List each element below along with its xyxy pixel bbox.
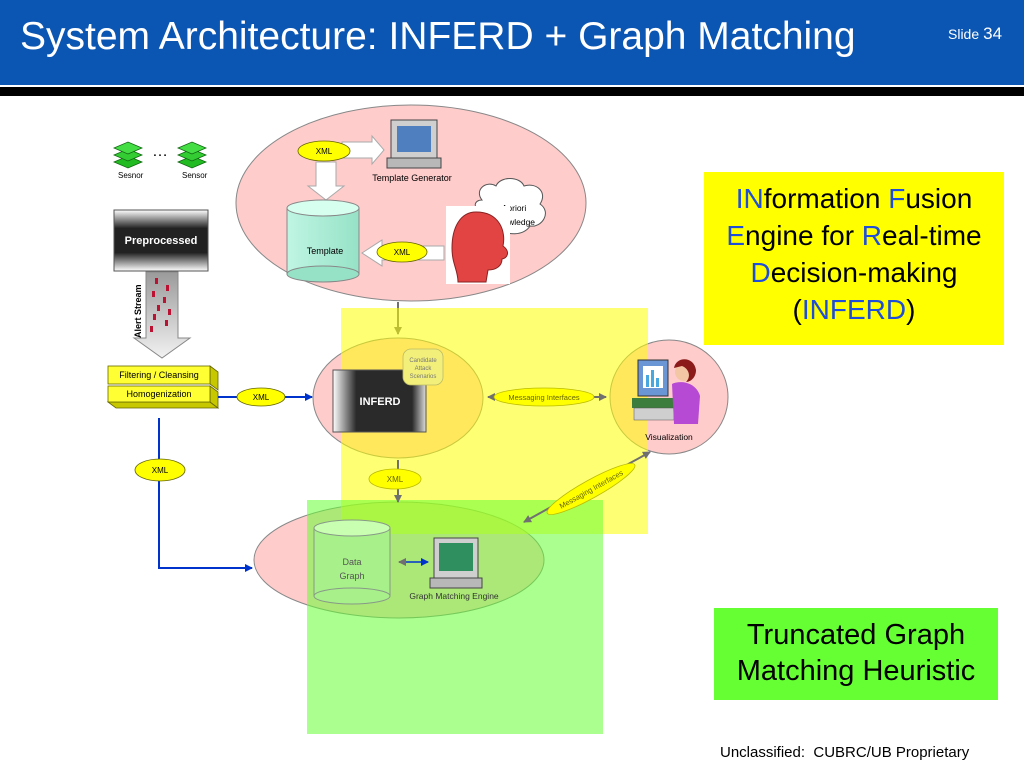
truncated-line-2: Matching Heuristic bbox=[736, 655, 976, 687]
filtering-block bbox=[107, 365, 211, 385]
sensor-ellipsis: … bbox=[152, 143, 168, 160]
slide-title: System Architecture: INFERD + Graph Matc… bbox=[20, 15, 856, 58]
apriori-label-line1: Apriori bbox=[502, 203, 527, 213]
messaging-badge-horizontal bbox=[493, 387, 595, 407]
alert-stream-arrow bbox=[132, 271, 192, 359]
homogenization-block-depth bbox=[106, 401, 220, 409]
homogenization-block bbox=[107, 385, 211, 403]
slide-number-value: 34 bbox=[983, 24, 1003, 43]
xml-badge-stream: XML bbox=[134, 458, 186, 482]
sensor-right-label: Sensor bbox=[182, 171, 208, 180]
slide-label: Slide bbox=[948, 26, 980, 42]
truncated-graph-matching-box: Truncated Graph Matching Heuristic bbox=[714, 608, 998, 700]
apriori-label-line2: Knowledge bbox=[493, 217, 535, 227]
sensor-right-icon bbox=[176, 141, 208, 169]
graph-matching-computer-icon bbox=[429, 537, 483, 589]
data-graph-label-line2: Graph bbox=[339, 571, 364, 581]
human-head-icon bbox=[446, 206, 510, 284]
alert-stream-label: Alert Stream bbox=[133, 284, 143, 338]
visualization-user-icon bbox=[632, 359, 700, 424]
xml-badge-stream-label: XML bbox=[152, 466, 169, 475]
header-rule bbox=[0, 87, 1024, 96]
candidate-scenarios-box bbox=[402, 348, 444, 386]
candidate-line3: Scenarios bbox=[410, 374, 437, 380]
data-graph-label-line1: Data bbox=[342, 557, 361, 567]
xml-badge-vertical: XML bbox=[368, 468, 422, 490]
xml-badge-left-label: XML bbox=[253, 393, 270, 402]
homogenization-label: Homogenization bbox=[126, 389, 191, 399]
classification-footer: Unclassified: CUBRC/UB Proprietary bbox=[720, 744, 970, 761]
xml-badge-top: XML bbox=[297, 140, 351, 162]
acronym-line-3: Decision-making bbox=[750, 257, 958, 288]
candidate-line1: Candidate bbox=[409, 358, 437, 364]
template-label: Template bbox=[307, 246, 344, 256]
xml-to-template-arrow bbox=[306, 161, 346, 201]
homogenization-to-graph-arrow bbox=[158, 418, 253, 572]
xml-badge-vertical-label: XML bbox=[387, 475, 404, 484]
candidate-line2: Attack bbox=[415, 366, 433, 372]
inferd-acronym-box: INformation Fusion Engine for Real-time … bbox=[704, 172, 1004, 345]
acronym-line-4: (INFERD) bbox=[792, 294, 916, 325]
acronym-line-2: Engine for Real-time bbox=[726, 220, 982, 251]
xml-badge-knowledge-label: XML bbox=[394, 248, 411, 257]
truncated-line-1: Truncated Graph bbox=[746, 619, 966, 651]
acronym-line-1: INformation Fusion bbox=[735, 183, 973, 214]
template-generator-label: Template Generator bbox=[372, 173, 452, 183]
sensor-left-icon bbox=[112, 141, 144, 169]
graph-matching-engine-label: Graph Matching Engine bbox=[409, 591, 499, 601]
preprocessed-block bbox=[113, 209, 209, 272]
template-generator-computer-icon bbox=[386, 119, 442, 169]
visualization-label: Visualization bbox=[645, 432, 693, 442]
alert-stream-particles bbox=[150, 278, 171, 332]
preprocessed-label: Preprocessed bbox=[125, 235, 198, 247]
sensor-left-label: Sesnor bbox=[118, 171, 144, 180]
inferd-engine-label: INFERD bbox=[360, 396, 401, 408]
header-bar bbox=[0, 0, 1024, 85]
xml-badge-top-label: XML bbox=[316, 147, 333, 156]
template-database bbox=[286, 199, 360, 283]
xml-badge-left: XML bbox=[236, 387, 286, 407]
xml-badge-knowledge: XML bbox=[376, 241, 428, 263]
messaging-label-horizontal: Messaging Interfaces bbox=[508, 393, 580, 402]
data-graph-database bbox=[313, 519, 391, 605]
messaging-badge-diagonal bbox=[546, 463, 636, 515]
filtering-label: Filtering / Cleansing bbox=[119, 370, 199, 380]
generator-output-arrow bbox=[341, 134, 385, 166]
